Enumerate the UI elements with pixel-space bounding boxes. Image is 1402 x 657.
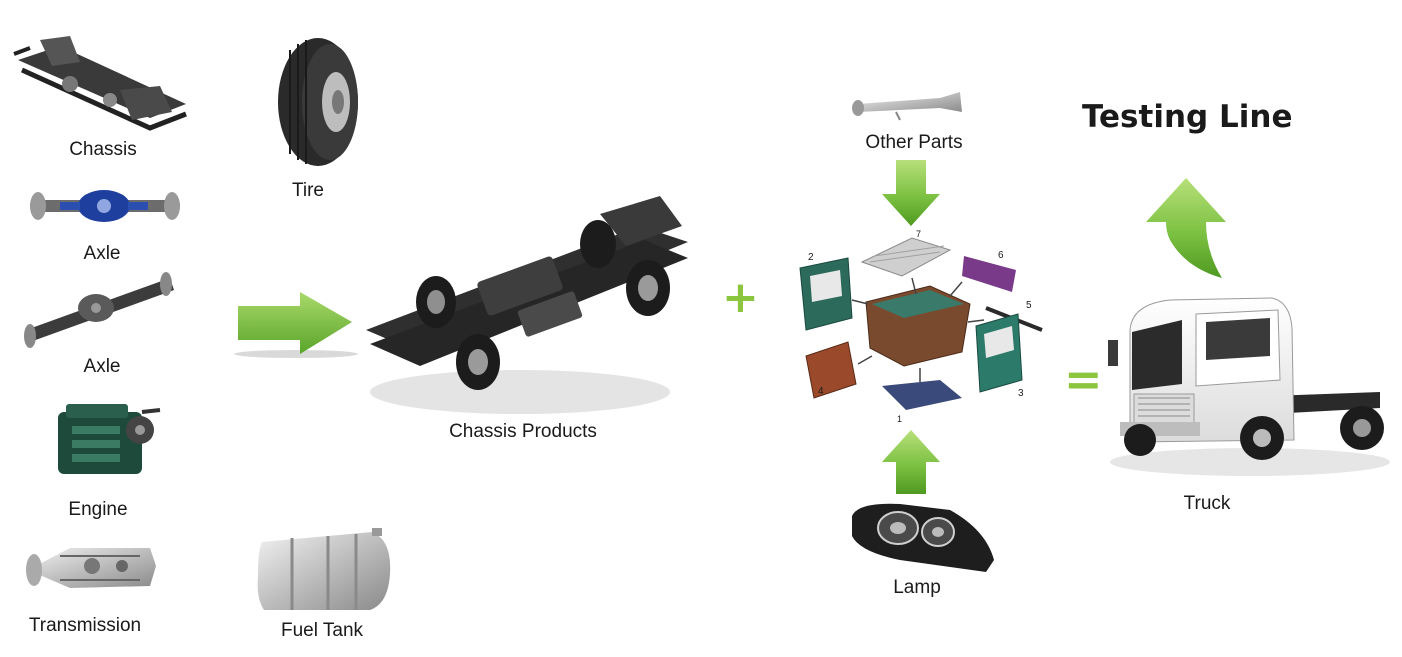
testing-line-title: Testing Line [1082, 99, 1293, 135]
cab-part-number: 7 [916, 229, 922, 239]
tire-icon [278, 38, 358, 166]
tire-label: Tire [291, 180, 325, 201]
axle-icon [30, 190, 180, 222]
chassis-frame-icon [13, 36, 187, 131]
other-parts-label: Other Parts [865, 132, 963, 153]
lamp-label: Lamp [893, 577, 941, 598]
engine-label: Engine [68, 499, 128, 520]
transmission-icon [26, 548, 156, 588]
arrow-right-icon [234, 292, 358, 358]
chassis-assembly-icon [366, 196, 688, 414]
arrow-down-icon [882, 160, 940, 226]
truck-label: Truck [1183, 493, 1231, 514]
plus-operator: + [722, 272, 759, 323]
horn-icon [852, 92, 962, 121]
cab-exploded-icon [799, 237, 1043, 410]
fuel-tank-icon [257, 528, 391, 610]
transmission-label: Transmission [28, 615, 142, 636]
cab-part-number: 4 [818, 386, 824, 397]
cab-part-number: 1 [897, 414, 903, 424]
fuel-tank-label: Fuel Tank [280, 620, 364, 641]
arrow-up-icon [882, 430, 940, 494]
arrow-curved-up-icon [1146, 178, 1226, 278]
headlamp-icon [852, 503, 994, 572]
cab-part-number: 6 [998, 250, 1004, 261]
equals-operator: = [1064, 352, 1103, 406]
chassis-label: Chassis [69, 139, 137, 160]
truck-icon [1108, 297, 1390, 476]
cab-part-number: 2 [808, 252, 814, 263]
engine-icon [58, 404, 161, 474]
chassis-products-label: Chassis Products [449, 421, 597, 442]
axle-label: Axle [83, 243, 121, 264]
axle-icon [24, 272, 174, 348]
cab-part-number: 3 [1018, 388, 1024, 399]
axle-label: Axle [83, 356, 121, 377]
cab-part-number: 5 [1026, 300, 1032, 311]
